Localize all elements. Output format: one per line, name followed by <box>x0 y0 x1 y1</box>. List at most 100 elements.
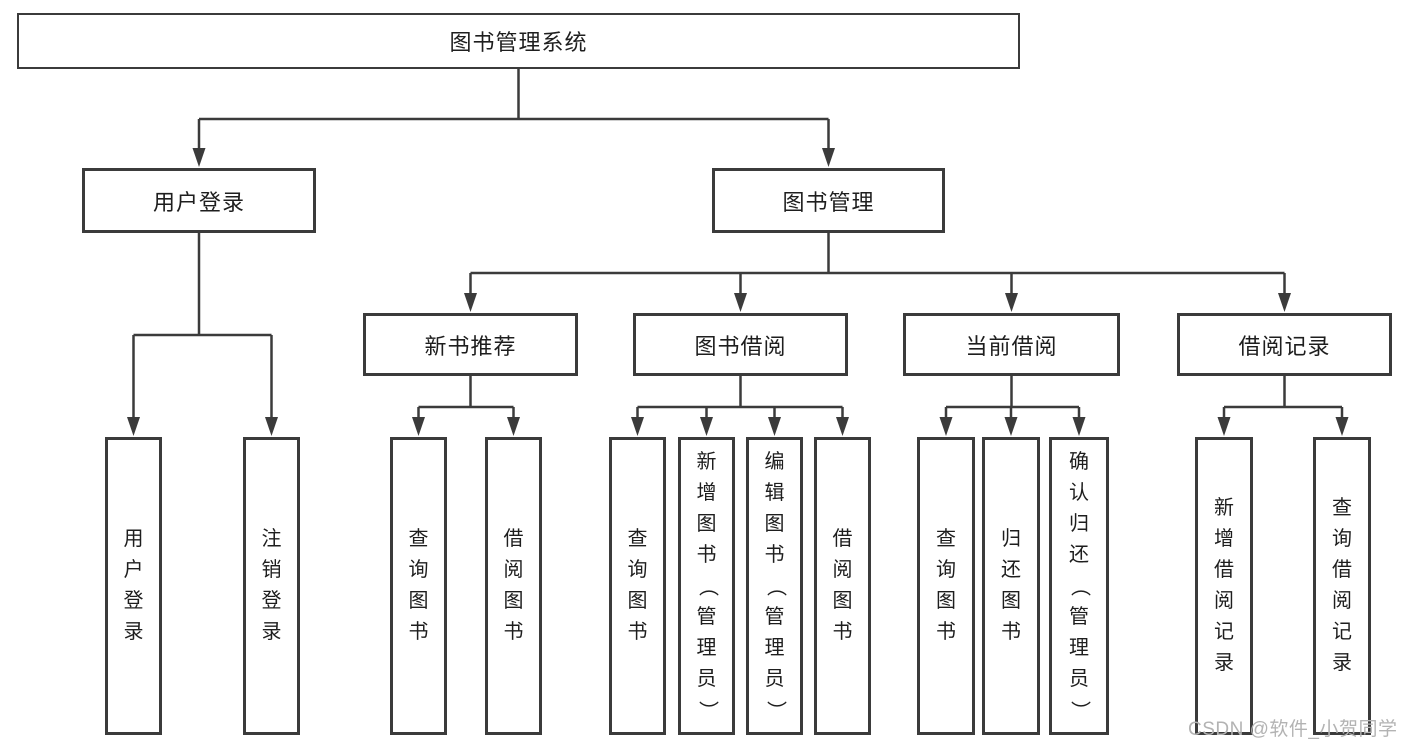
vertical-glyph: 理 <box>1069 636 1089 659</box>
vertical-glyph: 图 <box>408 590 429 612</box>
node-leaf-cb-return: 归还图书 <box>982 437 1040 735</box>
vertical-glyph: 管 <box>696 605 717 628</box>
node-leaf-cb-query: 查询图书 <box>917 437 975 735</box>
vertical-glyph: 书 <box>1001 621 1021 643</box>
vertical-glyph: 图 <box>1001 590 1021 612</box>
node-book-mgmt: 图书管理 <box>712 168 945 233</box>
arrowhead-icon <box>631 417 644 436</box>
vertical-glyph: 阅 <box>832 559 853 581</box>
vertical-glyph: 管 <box>1069 605 1089 628</box>
node-leaf-nb-query: 查询图书 <box>390 437 447 735</box>
arrowhead-icon <box>1278 293 1291 312</box>
vertical-glyph: 借 <box>832 528 853 550</box>
vertical-glyph: （ <box>764 576 786 596</box>
node-leaf-bb-query: 查询图书 <box>609 437 666 735</box>
node-label-leaf-bb-edit: 编辑图书（管理员） <box>749 440 800 732</box>
vertical-glyph: 记 <box>1332 621 1352 643</box>
arrowhead-icon <box>412 417 425 436</box>
node-leaf-bb-add: 新增图书（管理员） <box>678 437 735 735</box>
vertical-glyph: 增 <box>1214 528 1234 550</box>
connector-path <box>132 69 1344 423</box>
vertical-glyph: 书 <box>408 621 429 643</box>
vertical-glyph: 查 <box>1332 497 1352 519</box>
vertical-glyph: 询 <box>1332 528 1352 550</box>
vertical-glyph: 图 <box>503 590 524 612</box>
vertical-glyph: 阅 <box>1214 590 1234 612</box>
vertical-glyph: 书 <box>503 621 524 643</box>
node-leaf-br-add: 新增借阅记录 <box>1195 437 1253 735</box>
arrowhead-icon <box>1005 293 1018 312</box>
vertical-glyph: 员 <box>696 667 717 690</box>
node-leaf-br-query: 查询借阅记录 <box>1313 437 1371 735</box>
vertical-glyph: 图 <box>764 512 785 535</box>
vertical-glyph: 管 <box>764 605 785 628</box>
node-label-book-borrow: 图书借阅 <box>694 333 787 359</box>
node-label-leaf-nb-borrow: 借阅图书 <box>488 440 539 732</box>
node-label-user-login: 用户登录 <box>152 189 245 215</box>
vertical-glyph: 归 <box>1001 528 1021 550</box>
node-borrow-records: 借阅记录 <box>1177 313 1392 376</box>
vertical-glyph: 记 <box>1214 621 1234 643</box>
node-leaf-bb-borrow: 借阅图书 <box>814 437 871 735</box>
arrowhead-icon <box>1004 417 1018 436</box>
node-label-leaf-bb-add: 新增图书（管理员） <box>681 440 732 732</box>
vertical-glyph: 查 <box>408 528 429 550</box>
vertical-glyph: 新 <box>1214 497 1234 519</box>
vertical-glyph: 借 <box>503 528 524 550</box>
vertical-glyph: 书 <box>764 543 785 566</box>
vertical-glyph: 询 <box>936 559 956 581</box>
node-label-current-borrow: 当前借阅 <box>965 333 1058 359</box>
node-label-leaf-nb-query: 查询图书 <box>393 440 444 732</box>
vertical-glyph: 归 <box>1069 512 1089 535</box>
arrowhead-icon <box>1072 417 1086 436</box>
vertical-glyph: 员 <box>764 667 785 690</box>
vertical-glyph: 借 <box>1214 559 1234 581</box>
arrowhead-icon <box>464 293 477 312</box>
node-book-borrow: 图书借阅 <box>633 313 848 376</box>
node-new-book-rec: 新书推荐 <box>363 313 578 376</box>
node-label-leaf-br-query: 查询借阅记录 <box>1316 440 1368 732</box>
vertical-glyph: 员 <box>1069 667 1089 690</box>
node-label-root: 图书管理系统 <box>449 30 588 55</box>
arrowhead-icon <box>822 148 835 167</box>
vertical-glyph: 录 <box>1332 652 1352 674</box>
vertical-glyph: 书 <box>832 621 853 643</box>
vertical-glyph: 登 <box>123 590 144 612</box>
vertical-glyph: 登 <box>261 590 282 612</box>
node-root: 图书管理系统 <box>17 13 1020 69</box>
node-leaf-bb-edit: 编辑图书（管理员） <box>746 437 803 735</box>
arrowhead-icon <box>734 293 747 312</box>
arrowhead-icon <box>192 148 206 167</box>
node-user-login: 用户登录 <box>82 168 316 233</box>
watermark: CSDN @软件_小贺同学 <box>1188 719 1398 740</box>
arrowhead-icon <box>265 417 278 436</box>
node-label-leaf-bb-borrow: 借阅图书 <box>817 440 868 732</box>
vertical-glyph: 图 <box>627 590 648 612</box>
arrowhead-icon <box>836 417 849 436</box>
node-label-leaf-cb-confirm: 确认归还（管理员） <box>1052 440 1106 732</box>
vertical-glyph: 户 <box>123 559 144 581</box>
node-leaf-user-login: 用户登录 <box>105 437 162 735</box>
vertical-glyph: 销 <box>261 559 282 581</box>
vertical-glyph: 阅 <box>1332 590 1352 612</box>
vertical-glyph: 用 <box>123 528 144 550</box>
vertical-glyph: 图 <box>832 590 853 612</box>
vertical-glyph: 查 <box>936 528 956 550</box>
node-label-leaf-logout: 注销登录 <box>246 440 297 732</box>
vertical-glyph: 录 <box>261 621 282 643</box>
vertical-glyph: 编 <box>764 450 785 473</box>
vertical-glyph: 理 <box>764 636 785 659</box>
node-label-leaf-user-login: 用户登录 <box>108 440 159 732</box>
node-label-leaf-cb-query: 查询图书 <box>920 440 972 732</box>
arrowhead-icon <box>507 417 520 436</box>
vertical-glyph: 阅 <box>503 559 524 581</box>
node-leaf-cb-confirm: 确认归还（管理员） <box>1049 437 1109 735</box>
vertical-glyph: ） <box>696 700 718 720</box>
vertical-glyph: 书 <box>627 621 648 643</box>
node-label-leaf-br-add: 新增借阅记录 <box>1198 440 1250 732</box>
vertical-glyph: 书 <box>936 621 956 643</box>
vertical-glyph: 书 <box>696 543 717 566</box>
node-label-new-book-rec: 新书推荐 <box>424 333 517 359</box>
